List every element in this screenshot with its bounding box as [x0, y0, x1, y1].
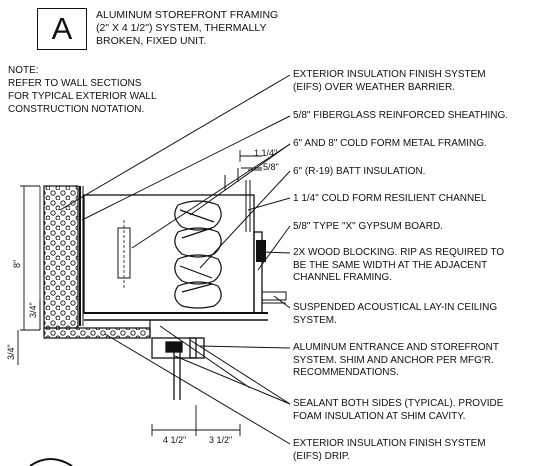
callout-line: FOAM INSULATION AT SHIM CAVITY. [293, 410, 466, 422]
note-line: CONSTRUCTION NOTATION. [8, 104, 145, 115]
ceiling-grid [261, 291, 287, 301]
callout-gypsum-board: 5/8" TYPE "X" GYPSUM BOARD. [293, 221, 551, 234]
callout-resilient-channel: 1 1/4" COLD FORM RESILIENT CHANNEL [293, 193, 551, 206]
callout-line: EXTERIOR INSULATION FINISH SYSTEM [293, 438, 486, 449]
dim-bottom-4-1-2: 4 1/2" [163, 435, 187, 445]
dim-top-5-8: 5/8" [263, 162, 279, 172]
callout-line: RECOMMENDATIONS. [293, 367, 399, 378]
gypsum-board [253, 231, 263, 314]
detail-title-line: ALUMINUM STOREFRONT FRAMING [96, 9, 279, 21]
detail-title: ALUMINUM STOREFRONT FRAMING (2" X 4 1/2"… [96, 9, 316, 48]
eifs-layer [43, 185, 79, 329]
note-line: REFER TO WALL SECTIONS [8, 78, 142, 89]
callout-line: SYSTEM. SHIM AND ANCHOR PER MFG'R. [293, 354, 494, 366]
batt-insulation [174, 200, 222, 309]
wood-blocking [256, 240, 266, 262]
note-line: NOTE: [8, 65, 39, 76]
callout-line: 5/8" TYPE "X" GYPSUM BOARD. [293, 221, 443, 232]
section-cut-mark [29, 458, 73, 466]
metal-framing [83, 194, 255, 314]
eifs-drip [43, 327, 151, 339]
callout-batt-insulation: 6" (R-19) BATT INSULATION. [293, 166, 551, 179]
detail-title-line: (2" X 4 1/2") SYSTEM, THERMALLY [96, 22, 267, 34]
callout-line: 5/8" FIBERGLASS REINFORCED SHEATHING. [293, 110, 509, 121]
resilient-channel [245, 180, 251, 232]
callout-line: BE THE SAME WIDTH AT THE ADJACENT [293, 259, 488, 271]
callout-wood-blocking: 2X WOOD BLOCKING. RIP AS REQUIRED TO BE … [293, 247, 551, 285]
callout-sealant: SEALANT BOTH SIDES (TYPICAL). PROVIDE FO… [293, 398, 551, 423]
callout-line: (EIFS) OVER WEATHER BARRIER. [293, 81, 456, 93]
callout-line: SEALANT BOTH SIDES (TYPICAL). PROVIDE [293, 398, 504, 409]
callout-eifs: EXTERIOR INSULATION FINISH SYSTEM (EIFS)… [293, 69, 551, 94]
callout-line: SYSTEM. [293, 314, 337, 326]
dimension-lines-top [239, 150, 262, 171]
note-line: FOR TYPICAL EXTERIOR WALL [8, 91, 157, 102]
storefront-frame [151, 337, 205, 400]
dimension-lines-bottom [151, 405, 241, 436]
callout-sheathing: 5/8" FIBERGLASS REINFORCED SHEATHING. [293, 110, 551, 123]
callout-metal-framing: 6" AND 8" COLD FORM METAL FRAMING. [293, 138, 551, 151]
callout-line: (EIFS) DRIP. [293, 450, 351, 462]
callout-eifs-drip: EXTERIOR INSULATION FINISH SYSTEM (EIFS)… [293, 438, 551, 463]
general-note: NOTE: REFER TO WALL SECTIONS FOR TYPICAL… [8, 64, 188, 116]
callout-line: CHANNEL FRAMING. [293, 272, 393, 283]
dim-bottom-3-1-2: 3 1/2" [209, 435, 233, 445]
callout-line: 6" AND 8" COLD FORM METAL FRAMING. [293, 138, 487, 149]
dimension-lines-left [17, 185, 41, 365]
detail-title-line: BROKEN, FIXED UNIT. [96, 35, 207, 47]
callout-line: 6" (R-19) BATT INSULATION. [293, 166, 426, 177]
dim-top-1-1-4: 1 1/4" [254, 148, 278, 158]
callout-line: SUSPENDED ACOUSTICAL LAY-IN CEILING [293, 302, 498, 313]
leader-lines [59, 74, 291, 445]
detail-tag: A [37, 8, 87, 50]
callout-ceiling: SUSPENDED ACOUSTICAL LAY-IN CEILING SYST… [293, 302, 551, 327]
callout-storefront: ALUMINUM ENTRANCE AND STOREFRONT SYSTEM.… [293, 342, 551, 380]
callout-line: ALUMINUM ENTRANCE AND STOREFRONT [293, 342, 499, 353]
callout-line: 1 1/4" COLD FORM RESILIENT CHANNEL [293, 193, 487, 204]
callout-line: 2X WOOD BLOCKING. RIP AS REQUIRED TO [293, 247, 505, 258]
callout-line: EXTERIOR INSULATION FINISH SYSTEM [293, 69, 486, 80]
